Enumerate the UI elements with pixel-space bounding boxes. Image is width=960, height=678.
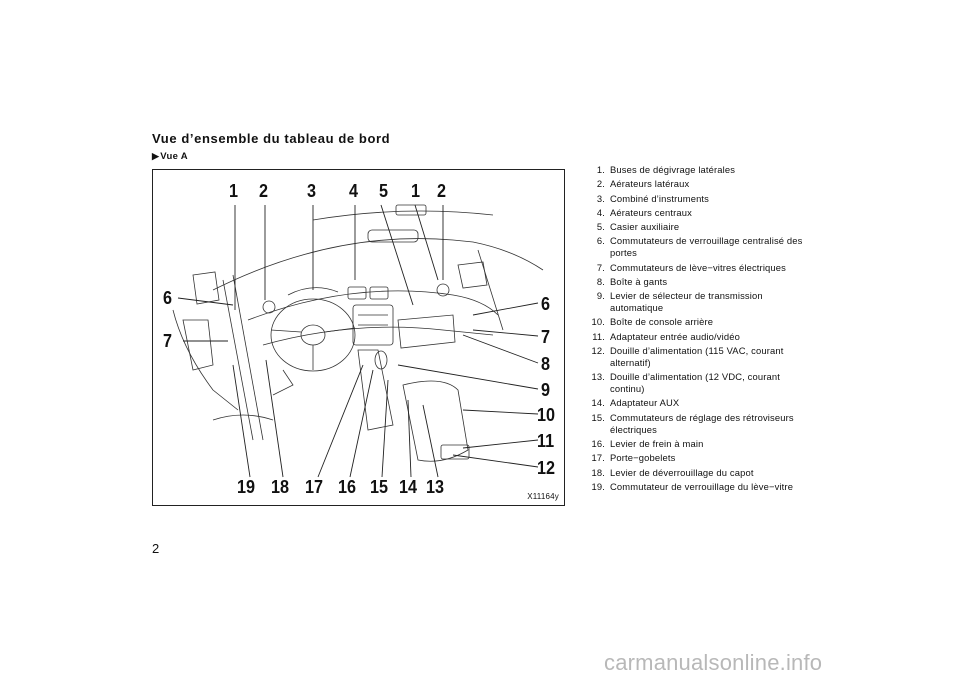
page-number: 2 [152, 541, 160, 556]
legend-text: Commutateurs de lève−vitres électriques [610, 261, 786, 273]
callout-2-left: 2 [259, 181, 269, 201]
legend-number: 18. [591, 466, 605, 478]
legend-number: 19. [591, 480, 605, 492]
legend-item: 16. Levier de frein à main [577, 438, 812, 450]
callout-7-right: 7 [541, 327, 551, 347]
legend-text: Commutateur de verrouillage du lève−vitr… [610, 480, 794, 492]
legend-text: Casier auxiliaire [610, 221, 680, 233]
dashboard-drawing [172, 204, 544, 478]
callout-5: 5 [379, 181, 389, 201]
legend-text: Douille d’alimentation (115 VAC, courant… [610, 345, 784, 368]
legend-item: 13. Douille d’alimentation (12 VDC, coura… [577, 371, 812, 395]
callout-13: 13 [426, 477, 445, 497]
legend-number: 13. [591, 371, 605, 383]
legend-number: 15. [591, 411, 605, 423]
callout-7-left: 7 [163, 331, 173, 351]
legend-number: 14. [591, 397, 605, 409]
legend-number: 12. [591, 345, 605, 357]
legend-number: 4. [596, 206, 605, 218]
legend-item: 6. Commutateurs de verrouillage centralis… [577, 235, 812, 259]
legend-item: 4. Aérateurs centraux [577, 207, 812, 219]
legend-text: Buses de dégivrage latérales [610, 164, 736, 175]
legend-number: 5. [596, 221, 605, 233]
legend-item: 3. Combiné d’instruments [577, 193, 812, 205]
legend-item: 17. Porte−gobelets [577, 452, 812, 464]
legend-number: 3. [596, 192, 605, 204]
legend-item: 19. Commutateur de verrouillage du lève−v… [577, 481, 812, 493]
legend-item: 1. Buses de dégivrage latérales [577, 164, 812, 176]
legend-item: 11. Adaptateur entrée audio/vidéo [577, 331, 812, 343]
legend-text: Adaptateur entrée audio/vidéo [610, 330, 740, 342]
callout-11: 11 [537, 431, 555, 451]
legend-number: 10. [591, 316, 605, 328]
legend-item: 2. Aérateurs latéraux [577, 178, 812, 190]
legend-item: 5. Casier auxiliaire [577, 221, 812, 233]
legend-item: 14. Adaptateur AUX [577, 397, 812, 409]
legend-item: 10. Boîte de console arrière [577, 316, 812, 328]
callout-1-left: 1 [229, 181, 239, 201]
legend-item: 8. Boîte à gants [577, 276, 812, 288]
legend-text: Levier de déverrouillage du capot [610, 466, 754, 478]
view-label-text: Vue A [160, 151, 188, 162]
callout-15: 15 [370, 477, 389, 497]
legend-item: 9. Levier de sélecteur de transmission au… [577, 290, 812, 314]
legend-number: 9. [596, 290, 605, 302]
legend-number: 7. [596, 261, 605, 273]
view-label: ▶Vue A [152, 151, 188, 162]
legend-text: Boîte de console arrière [610, 316, 714, 328]
callout-17: 17 [305, 477, 324, 497]
callout-4: 4 [349, 181, 359, 201]
legend-item: 15. Commutateurs de réglage des rétrovise… [577, 412, 812, 436]
legend-text: Aérateurs centraux [610, 206, 692, 218]
legend-number: 11. [592, 330, 605, 342]
section-title: Vue d’ensemble du tableau de bord [152, 131, 391, 146]
callout-1-right: 1 [411, 181, 421, 201]
legend-number: 16. [591, 437, 605, 449]
callout-2-right: 2 [437, 181, 447, 201]
callout-10: 10 [537, 405, 556, 425]
callout-14: 14 [399, 477, 418, 497]
legend-number: 17. [591, 452, 605, 464]
legend-item: 12. Douille d’alimentation (115 VAC, cour… [577, 345, 812, 369]
callout-9: 9 [541, 380, 551, 400]
callout-18: 18 [271, 477, 290, 497]
legend-text: Douille d’alimentation (12 VDC, courant … [610, 371, 780, 395]
legend-text: Levier de sélecteur de transmission auto… [610, 290, 763, 314]
figure-code: X11164y [527, 492, 559, 501]
triangle-right-icon: ▶ [152, 151, 160, 161]
legend-item: 7. Commutateurs de lève−vitres électrique… [577, 262, 812, 274]
legend-list: 1. Buses de dégivrage latérales 2. Aérateu… [577, 164, 812, 495]
legend-text: Boîte à gants [610, 275, 668, 287]
legend-text: Aérateurs latéraux [610, 178, 690, 190]
legend-text: Porte−gobelets [610, 452, 676, 464]
dashboard-illustration: 1 2 3 4 5 1 2 6 7 6 7 8 9 10 11 12 19 18… [152, 169, 565, 506]
legend-text: Commutateurs de réglage des rétroviseurs… [610, 411, 794, 435]
footer-watermark[interactable]: carmanualsonline.info [604, 650, 823, 675]
callout-19: 19 [237, 477, 256, 497]
callout-3: 3 [307, 181, 317, 201]
legend-number: 6. [596, 235, 605, 247]
legend-text: Combiné d’instruments [610, 192, 710, 204]
legend-number: 1. [596, 164, 605, 175]
callout-12: 12 [537, 458, 556, 478]
legend-text: Levier de frein à main [610, 437, 704, 449]
legend-text: Commutateurs de verrouillage centralisé … [610, 235, 803, 259]
callout-6-left: 6 [163, 288, 173, 308]
legend-number: 8. [596, 275, 605, 287]
callout-6-right: 6 [541, 294, 551, 314]
legend-text: Adaptateur AUX [610, 397, 680, 409]
legend-item: 18. Levier de déverrouillage du capot [577, 467, 812, 479]
callout-8: 8 [541, 354, 551, 374]
callout-16: 16 [338, 477, 357, 497]
legend-number: 2. [596, 178, 605, 190]
